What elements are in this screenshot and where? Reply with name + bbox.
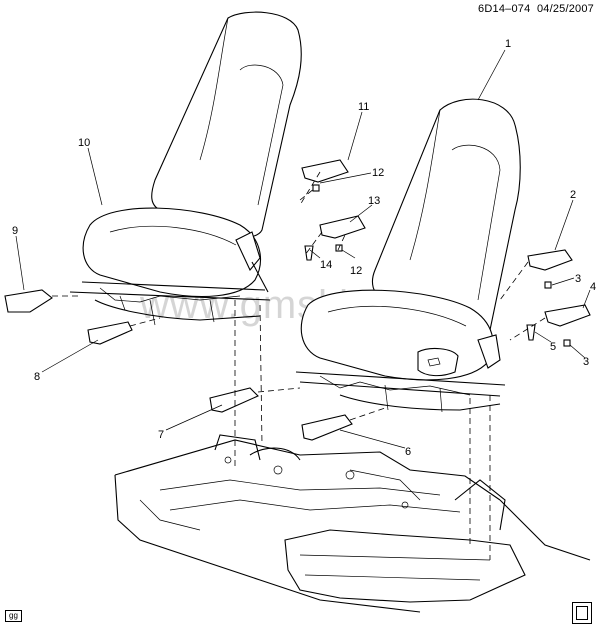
trim-cover-part-4 <box>544 304 591 327</box>
callout-11: 11 <box>358 101 369 113</box>
floor-pan <box>114 434 591 613</box>
document-date: 04/25/2007 <box>536 3 594 15</box>
trim-cover-part-6 <box>301 414 353 441</box>
right-seat <box>295 98 521 413</box>
callout-7: 7 <box>158 429 164 441</box>
leader-lines <box>15 49 591 449</box>
alignment-lines <box>52 171 546 560</box>
callout-8: 8 <box>34 371 40 383</box>
manual-book-icon <box>572 602 592 624</box>
callout-12: 12 <box>372 167 384 179</box>
callout-10: 10 <box>78 137 90 149</box>
callout-13: 13 <box>368 195 380 207</box>
callout-1: 1 <box>505 38 511 50</box>
trim-cover-part-13 <box>319 215 366 239</box>
callout-6: 6 <box>405 446 411 458</box>
diagram-header: 6D14–074 04/25/2007 <box>478 3 594 15</box>
left-seat <box>69 11 302 326</box>
trim-cover-part-7 <box>209 387 259 413</box>
trim-cover-part-2 <box>527 249 573 271</box>
callout-4: 4 <box>590 281 596 293</box>
trim-cover-part-9 <box>4 289 53 313</box>
callout-3: 3 <box>583 356 589 368</box>
callout-12: 12 <box>350 265 362 277</box>
document-code: 6D14–074 <box>478 3 531 15</box>
callout-3: 3 <box>575 273 581 285</box>
callout-5: 5 <box>550 341 556 353</box>
callout-14: 14 <box>320 259 332 271</box>
trim-cover-part-8 <box>87 321 133 345</box>
callout-9: 9 <box>12 225 18 237</box>
callout-numbers: 1 2 3 3 4 5 6 7 8 9 10 11 12 12 13 14 <box>12 38 596 458</box>
callout-2: 2 <box>570 189 576 201</box>
trim-cover-part-11 <box>301 159 349 183</box>
footer-code-box: gg <box>5 610 22 622</box>
